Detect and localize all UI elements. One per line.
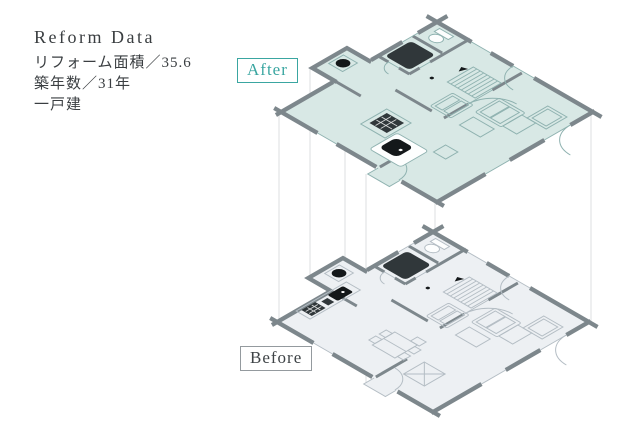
entrance-mat (404, 362, 446, 386)
kitchen-sink (321, 286, 353, 306)
reform-area-line: リフォーム面積／35.6 (34, 55, 192, 71)
toilet (420, 239, 449, 256)
stairs (425, 270, 497, 312)
reform-data-panel: Reform Data リフォーム面積／35.6 築年数／31年 一戸建 (34, 27, 192, 116)
washing-machine (325, 265, 354, 282)
kitchen-sink (381, 138, 412, 157)
dining-table (366, 325, 430, 362)
entrance-porch (364, 367, 415, 397)
washing-machine (329, 55, 358, 72)
sofa-set (430, 72, 567, 151)
building-age-line: 築年数／31年 (34, 76, 132, 92)
sofa-set (426, 282, 563, 361)
bathtub (383, 252, 430, 279)
kitchen-counter (296, 282, 360, 319)
before-floorplan (244, 213, 625, 433)
low-table (456, 327, 491, 347)
reform-data-title: Reform Data (34, 27, 155, 47)
stairs (429, 60, 501, 102)
stove (301, 302, 326, 316)
after-floorplan (248, 3, 629, 223)
before-badge: Before (240, 346, 313, 371)
bathtub (387, 42, 434, 69)
after-badge: After (237, 58, 298, 83)
building-type-line: 一戸建 (34, 97, 83, 113)
toilet (424, 29, 453, 46)
low-table (460, 117, 495, 137)
